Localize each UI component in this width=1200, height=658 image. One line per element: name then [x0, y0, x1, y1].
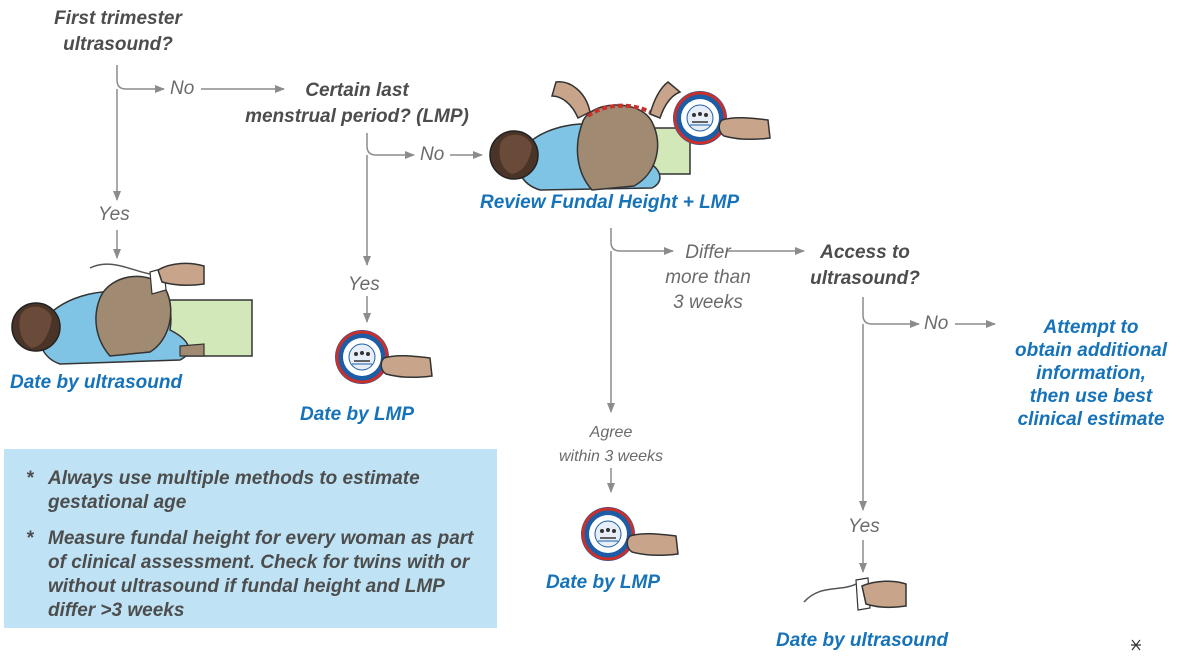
label-agree: Agree within 3 weeks	[558, 424, 664, 465]
question-first-trimester: First trimester ultrasound?	[40, 6, 196, 58]
label-no: No	[420, 144, 445, 165]
corner-mark-icon	[1131, 639, 1141, 651]
result-attempt-additional-info: Attempt to obtain additional information…	[1015, 317, 1167, 430]
pregnancy-wheel-icon-2	[579, 505, 679, 563]
question-first-trimester-text: First trimester ultrasound?	[54, 8, 182, 55]
result-date-by-lmp-2: Date by LMP	[546, 572, 661, 593]
result-date-by-ultrasound-2: Date by ultrasound	[776, 630, 949, 651]
label-no: No	[170, 78, 195, 99]
note-text: Measure fundal height for every woman as…	[48, 528, 474, 621]
question-access-ultrasound: Access to ultrasound?	[800, 240, 930, 292]
label-no: No	[924, 313, 949, 334]
connector-lmp-to-no	[366, 133, 415, 159]
label-yes: Yes	[348, 274, 380, 295]
result-date-by-ultrasound: Date by ultrasound	[10, 372, 183, 393]
label-yes: Yes	[848, 516, 880, 537]
note-bullet: *	[26, 468, 34, 489]
connector-first-to-no	[116, 65, 165, 93]
woman-ultrasound-illustration	[11, 262, 253, 365]
connector-fundal-to-differ	[610, 228, 674, 255]
note-item: * Measure fundal height for every woman …	[4, 527, 494, 627]
pregnancy-wheel-icon	[333, 328, 433, 386]
result-review-fundal-height: Review Fundal Height + LMP	[480, 192, 740, 213]
note-bullet: *	[26, 528, 34, 549]
result-date-by-lmp: Date by LMP	[300, 404, 415, 425]
label-differ: Differ more than 3 weeks	[665, 242, 751, 313]
woman-fundal-height-illustration	[489, 81, 771, 191]
question-certain-lmp-text: Certain last menstrual period? (LMP)	[245, 80, 469, 127]
question-access-ultrasound-text: Access to ultrasound?	[810, 242, 920, 289]
note-item: * Always use multiple methods to estimat…	[4, 467, 494, 517]
question-certain-lmp: Certain last menstrual period? (LMP)	[226, 78, 488, 130]
connector-access-to-no	[862, 297, 920, 328]
label-yes: Yes	[98, 204, 130, 225]
note-text: Always use multiple methods to estimate …	[48, 468, 420, 513]
hand-ultrasound-probe-icon	[803, 577, 907, 611]
notes-box: * Always use multiple methods to estimat…	[4, 449, 497, 628]
